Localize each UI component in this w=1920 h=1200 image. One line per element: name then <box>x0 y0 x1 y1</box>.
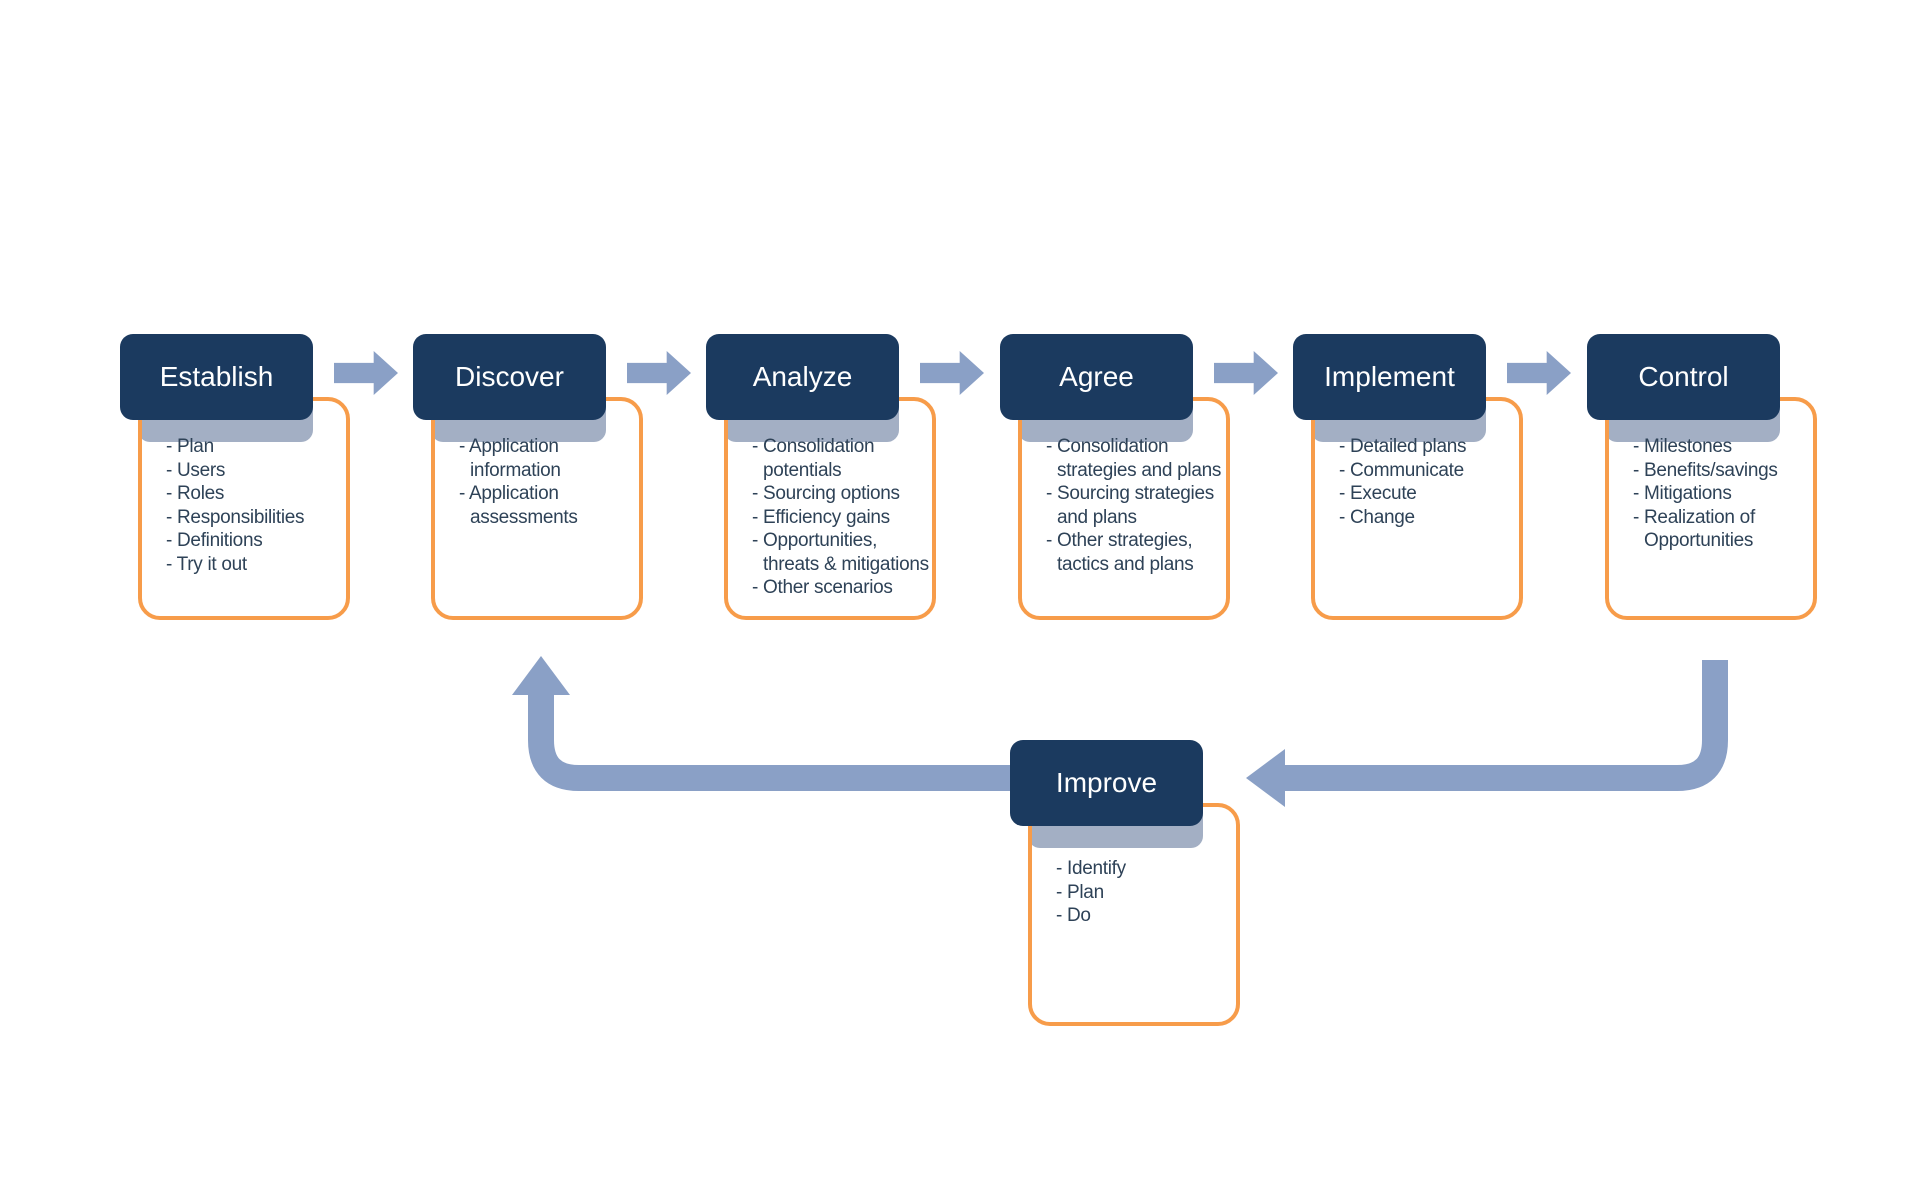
stage-header-establish: Establish <box>120 334 313 420</box>
stage-item-list: - Consolidation strategies and plans - S… <box>1022 401 1226 576</box>
stage-item-list: - Application information - Application … <box>435 401 639 529</box>
stage-header-control: Control <box>1587 334 1780 420</box>
arrowhead-up-icon <box>512 656 570 695</box>
list-item: - Users <box>166 459 226 481</box>
list-item: - Definitions <box>166 530 263 551</box>
stage-detail-box: - Consolidation strategies and plans - S… <box>1018 397 1230 620</box>
stage-item-list: - Milestones - Benefits/savings - Mitiga… <box>1609 401 1813 553</box>
stage-header-analyze: Analyze <box>706 334 899 420</box>
stage-detail-box: - Milestones - Benefits/savings - Mitiga… <box>1605 397 1817 620</box>
list-item: - Milestones <box>1633 436 1732 457</box>
list-item: - Application information <box>459 436 561 481</box>
arrowhead-left-icon <box>1246 749 1285 807</box>
list-item: - Detailed plans <box>1339 436 1467 457</box>
stage-agree: - Consolidation strategies and plans - S… <box>1000 334 1232 634</box>
stage-item-list: - Plan - Users - Roles - Responsibilitie… <box>142 401 346 576</box>
list-item: - Execute <box>1339 483 1417 504</box>
list-item: - Communicate <box>1339 459 1464 481</box>
list-item: - Try it out <box>166 553 247 575</box>
list-item: - Mitigations <box>1633 483 1732 504</box>
stage-header-discover: Discover <box>413 334 606 420</box>
list-item: - Realization of Opportunities <box>1633 506 1755 552</box>
list-item: - Do <box>1056 905 1091 926</box>
stage-analyze: - Consolidation potentials - Sourcing op… <box>706 334 938 634</box>
stage-improve: - Identify - Plan - Do Improve <box>1010 740 1242 1040</box>
return-arrow-control-to-improve <box>1246 660 1728 807</box>
stage-implement: - Detailed plans - Communicate - Execute… <box>1293 334 1525 634</box>
list-item: - Other strategies, tactics and plans <box>1046 530 1194 575</box>
list-item: - Roles <box>166 483 225 504</box>
stage-header-agree: Agree <box>1000 334 1193 420</box>
list-item: - Other scenarios <box>752 577 893 598</box>
list-item: - Change <box>1339 506 1415 528</box>
list-item: - Plan <box>1056 881 1104 903</box>
list-item: - Benefits/savings <box>1633 459 1778 481</box>
list-item: - Consolidation potentials <box>752 436 875 481</box>
stage-detail-box: - Detailed plans - Communicate - Execute… <box>1311 397 1523 620</box>
stage-item-list: - Identify - Plan - Do <box>1032 807 1236 928</box>
list-item: - Identify <box>1056 858 1126 879</box>
stage-detail-box: - Identify - Plan - Do <box>1028 803 1240 1026</box>
list-item: - Sourcing options <box>752 483 900 504</box>
return-arrow-improve-to-discover <box>512 656 1032 791</box>
stage-detail-box: - Plan - Users - Roles - Responsibilitie… <box>138 397 350 620</box>
list-item: - Opportunities, threats & mitigations <box>752 530 929 575</box>
list-item: - Sourcing strategies and plans <box>1046 483 1214 528</box>
arrow-shaft <box>1284 660 1728 791</box>
list-item: - Responsibilities <box>166 506 305 528</box>
stage-establish: - Plan - Users - Roles - Responsibilitie… <box>120 334 352 634</box>
stage-header-improve: Improve <box>1010 740 1203 826</box>
stage-header-implement: Implement <box>1293 334 1486 420</box>
list-item: - Consolidation strategies and plans <box>1046 436 1222 481</box>
stage-detail-box: - Application information - Application … <box>431 397 643 620</box>
arrow-shaft <box>528 695 1032 791</box>
list-item: - Application assessments <box>459 483 578 528</box>
list-item: - Plan <box>166 436 214 457</box>
stage-discover: - Application information - Application … <box>413 334 645 634</box>
stage-control: - Milestones - Benefits/savings - Mitiga… <box>1587 334 1819 634</box>
list-item: - Efficiency gains <box>752 506 890 528</box>
stage-item-list: - Consolidation potentials - Sourcing op… <box>728 401 932 600</box>
stage-detail-box: - Consolidation potentials - Sourcing op… <box>724 397 936 620</box>
stage-item-list: - Detailed plans - Communicate - Execute… <box>1315 401 1519 529</box>
